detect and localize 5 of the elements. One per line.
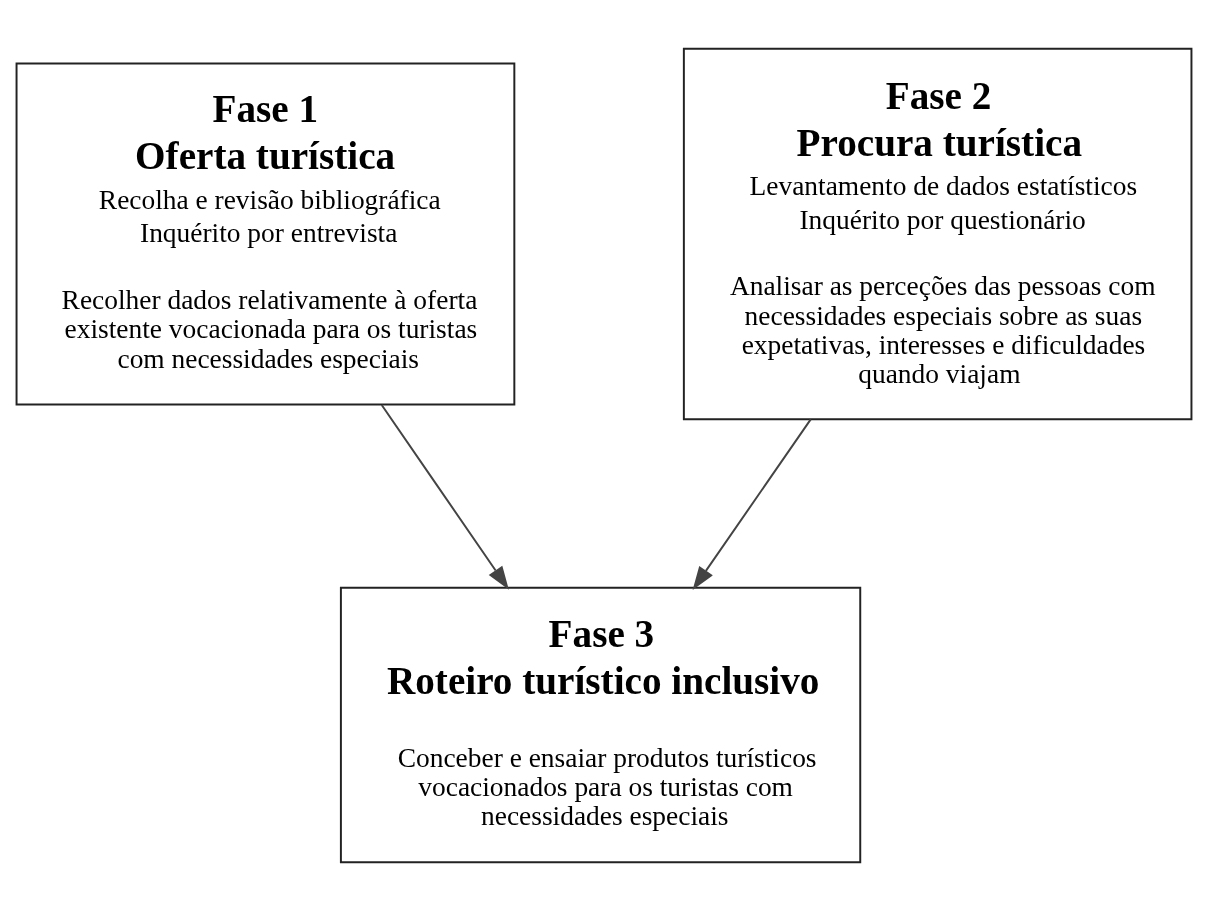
node-box: Fase 2 Procura turística Levantamento de dados estatísticos Inquérito por questionário Analisar as perceções das pessoas com necessidades especiais sobre as suas expetativas, interesses e dificuldades quando viajam (682, 47, 1193, 420)
node-box: Fase 3 Roteiro turístico inclusivo Conceber e ensaiar produtos turísticos vocacionados para os turistas com necessidades especiais (339, 586, 862, 863)
arrow (380, 403, 509, 590)
arrow (692, 417, 812, 590)
node-box: Fase 1 Oferta turística Recolha e revisão bibliográfica Inquérito por entrevista Recolher dados relativamente à oferta existente vocacionada para os turistas com necessidades especiais (15, 62, 516, 406)
